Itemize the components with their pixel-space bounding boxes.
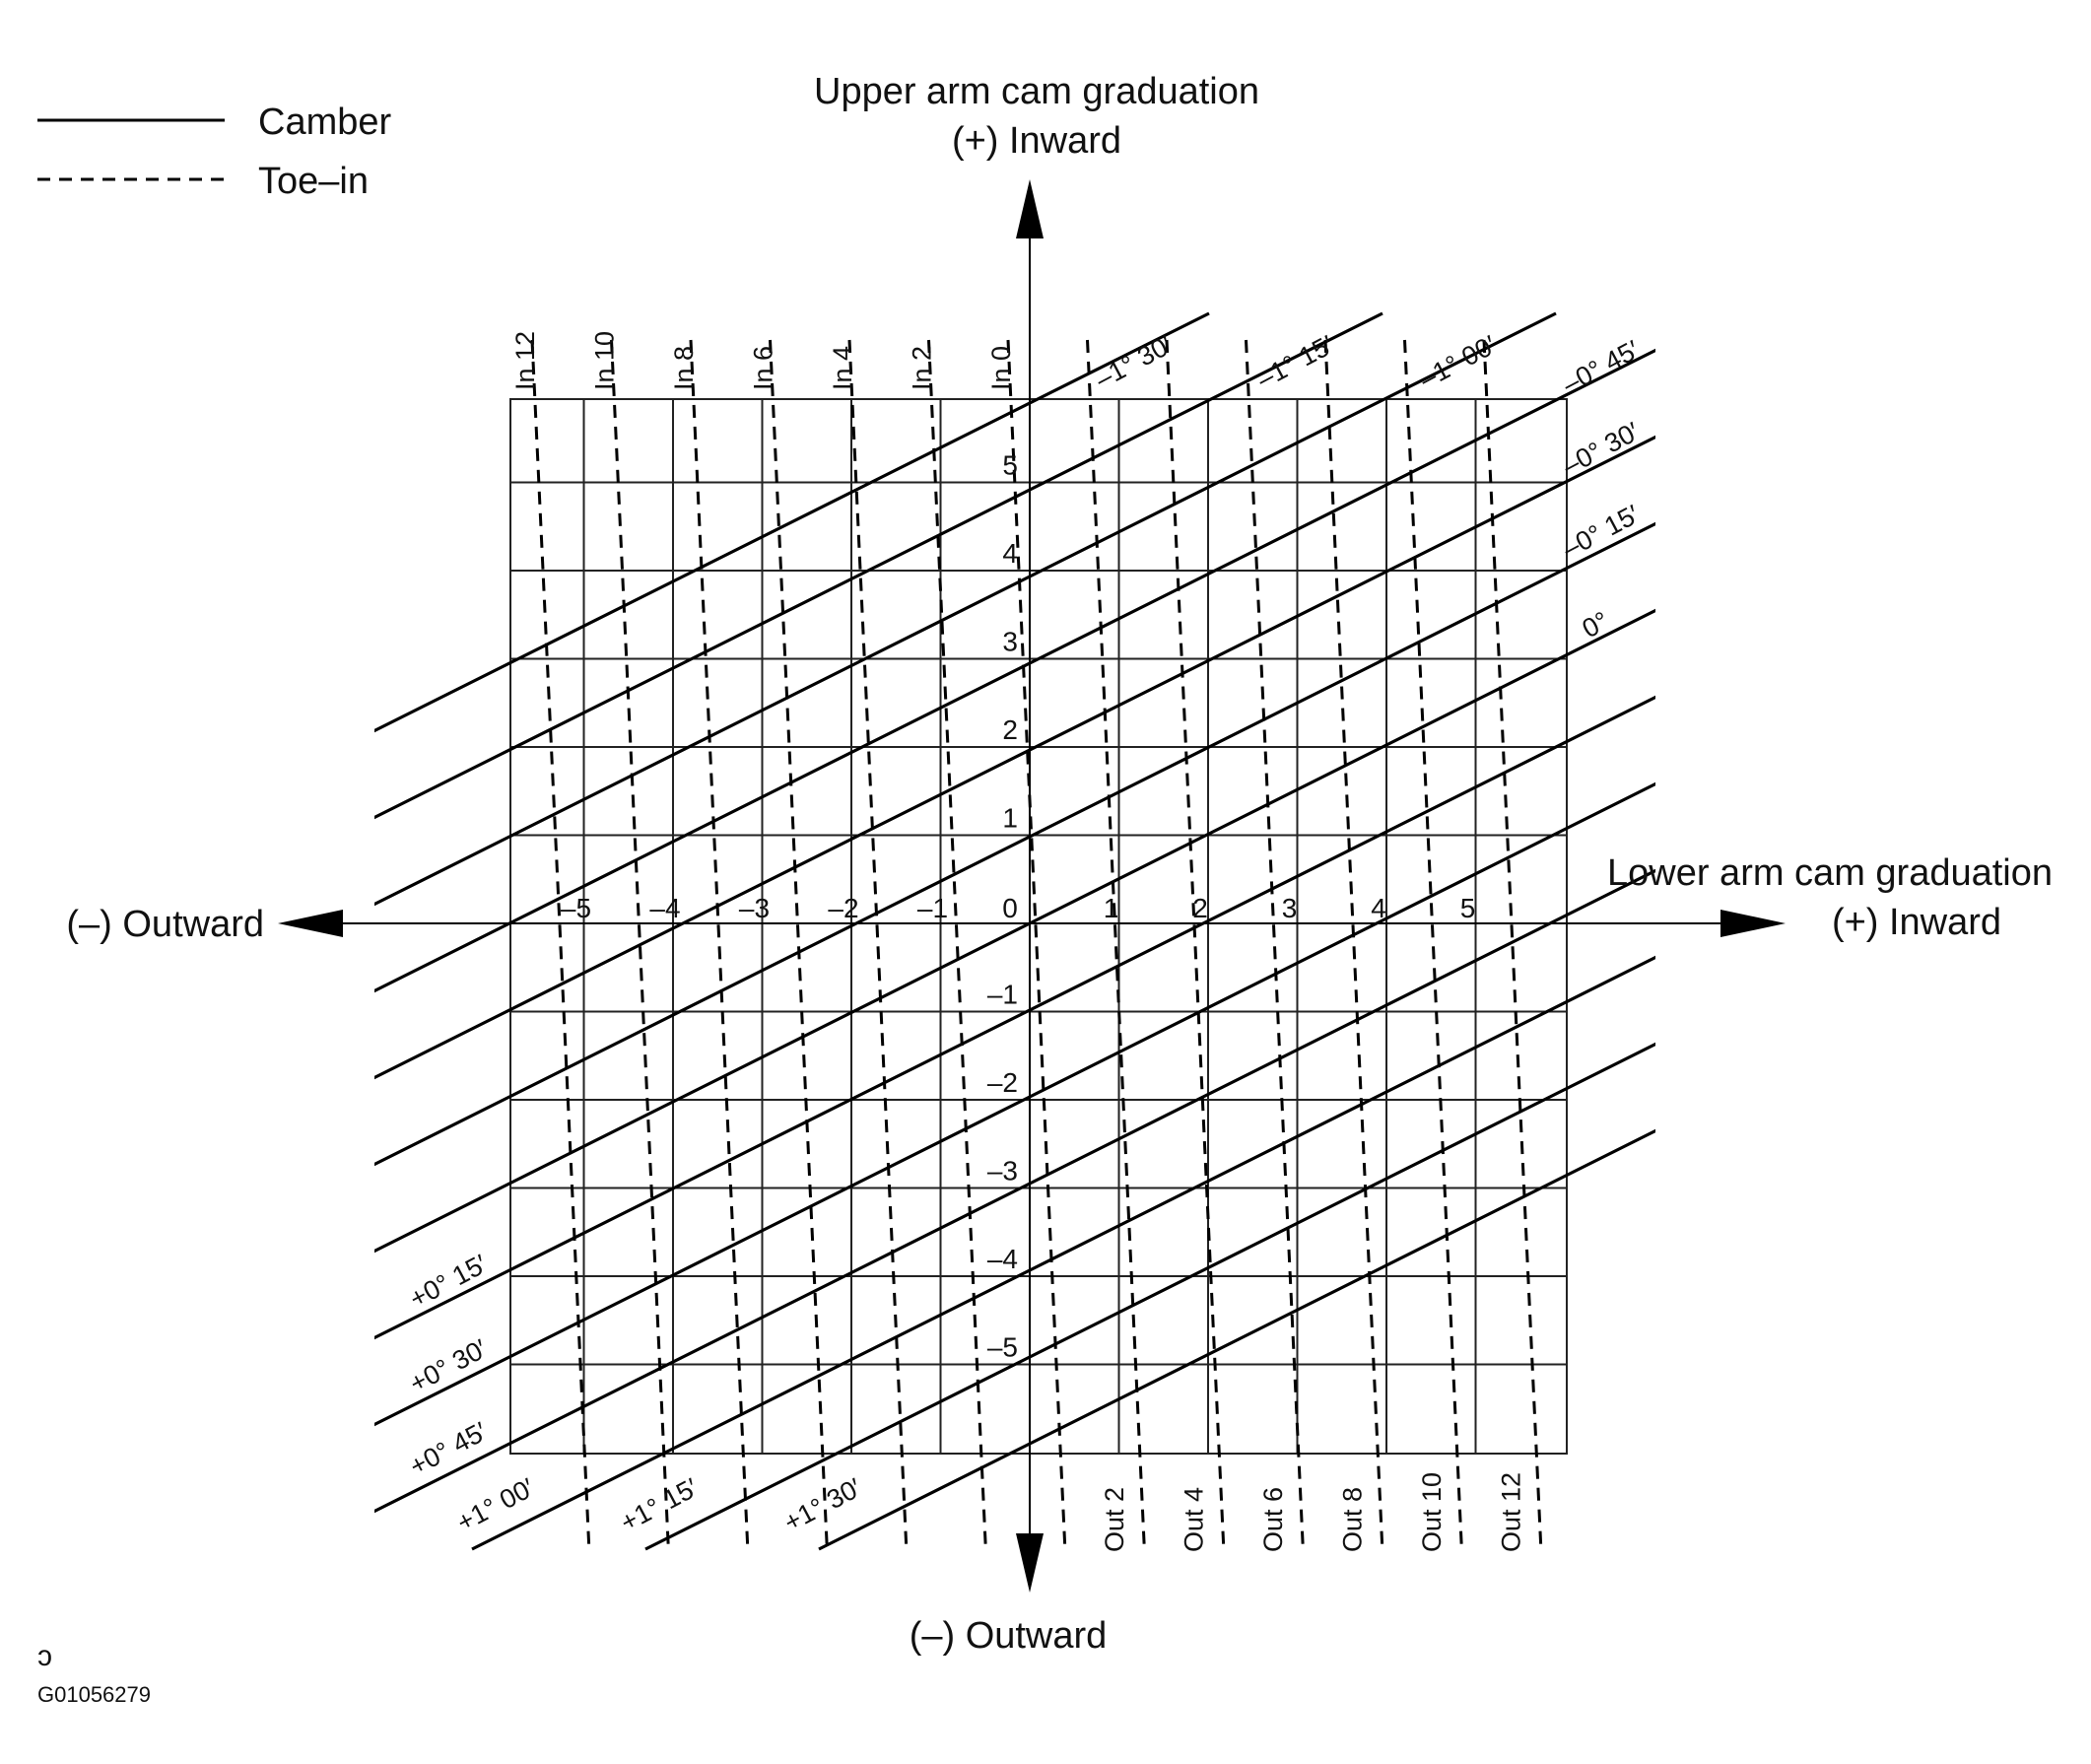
camber-line — [374, 608, 1655, 1254]
toe-out-bottom-label: Out 2 — [1100, 1487, 1129, 1552]
toe-in-line — [1323, 339, 1384, 1553]
horizontal-tick-label: 4 — [1371, 893, 1386, 923]
camber-legend-label: Camber — [258, 102, 391, 143]
camber-bottom-label: +1° 00′ — [452, 1472, 539, 1537]
toe-in-top-label: In 12 — [510, 331, 540, 390]
toe-in-top-label: In 6 — [749, 346, 778, 390]
toe-in-top-label: In 10 — [590, 331, 620, 390]
vertical-tick-label: 3 — [1002, 627, 1018, 657]
toe-in-line — [847, 339, 909, 1553]
camber-line — [374, 521, 1655, 1167]
toe-out-bottom-label: Out 10 — [1417, 1472, 1447, 1552]
vertical-tick-label: 5 — [1002, 450, 1018, 481]
toe-in-line — [1245, 339, 1305, 1553]
toe-in-top-label: In 8 — [669, 346, 699, 390]
camber-line — [471, 955, 1655, 1551]
camber-line — [374, 348, 1655, 993]
camber-right-label: –0° 30′ — [1558, 417, 1645, 482]
horizontal-tick-label: 2 — [1192, 893, 1208, 923]
toe-in-line — [1403, 339, 1463, 1553]
camber-left-label: +0° 15′ — [405, 1249, 492, 1314]
toe-in-line — [530, 339, 591, 1553]
left-axis-direction: (–) Outward — [66, 904, 264, 945]
toe-out-bottom-label: Out 12 — [1497, 1472, 1526, 1552]
toe-in-top-label: In 4 — [828, 346, 857, 390]
left-arrow-icon — [278, 910, 343, 937]
toe-in-line — [1086, 339, 1146, 1553]
toe-in-line — [689, 339, 750, 1553]
toe-out-bottom-label: Out 4 — [1180, 1487, 1209, 1552]
vertical-tick-label: 4 — [1002, 538, 1018, 569]
figure-code: G01056279 — [37, 1682, 151, 1707]
upper-arm-axis-direction: (+) Inward — [952, 120, 1121, 162]
camber-left-label: +0° 45′ — [405, 1416, 492, 1481]
horizontal-tick-label: 1 — [1104, 893, 1119, 923]
camber-line — [374, 311, 1383, 820]
camber-line — [374, 695, 1655, 1340]
corner-mark: ɔ — [37, 1640, 52, 1672]
vertical-tick-label: –2 — [987, 1067, 1018, 1098]
camber-line — [644, 1042, 1655, 1551]
toe-legend-label: Toe–in — [258, 161, 369, 202]
camber-line — [374, 868, 1655, 1514]
vertical-tick-label: –4 — [987, 1244, 1018, 1274]
legend: Camber Toe–in — [37, 102, 391, 202]
camber-line — [818, 1128, 1655, 1551]
camber-line — [374, 435, 1655, 1080]
toe-in-line — [1006, 339, 1067, 1553]
toe-in-line — [610, 339, 670, 1553]
horizontal-tick-label: –4 — [649, 893, 680, 923]
horizontal-tick-label: 5 — [1460, 893, 1476, 923]
camber-bottom-label: +1° 30′ — [779, 1472, 866, 1537]
vertical-tick-label: 1 — [1002, 803, 1018, 834]
camber-line — [374, 311, 1210, 733]
toe-in-line — [1165, 339, 1226, 1553]
axes — [278, 179, 1786, 1593]
chart-lines — [374, 311, 1655, 1553]
camber-right-label: –0° 45′ — [1558, 335, 1645, 400]
horizontal-tick-label: –3 — [739, 893, 770, 923]
lower-arm-axis-title: Lower arm cam graduation — [1607, 852, 2053, 894]
horizontal-tick-label: 0 — [1002, 893, 1018, 923]
toe-in-top-label: In 2 — [908, 346, 937, 390]
camber-top-label: –1° 30′ — [1091, 330, 1178, 395]
camber-right-label: –0° 15′ — [1558, 500, 1645, 565]
down-arrow-icon — [1016, 1533, 1044, 1593]
line-labels: In 12 In 10 In 8 In 6 In 4 In 2 In 0 Out 2 Out 4… — [405, 330, 1645, 1552]
bottom-axis-direction: (–) Outward — [910, 1615, 1108, 1657]
toe-in-line — [1482, 339, 1543, 1553]
camber-right-label: 0° — [1578, 606, 1614, 645]
vertical-tick-label: –1 — [987, 980, 1018, 1010]
horizontal-tick-label: 3 — [1282, 893, 1298, 923]
upper-arm-axis-title: Upper arm cam graduation — [814, 71, 1259, 112]
lower-arm-axis-direction: (+) Inward — [1832, 902, 2001, 943]
right-arrow-icon — [1720, 910, 1786, 937]
vertical-tick-label: 2 — [1002, 714, 1018, 745]
toe-in-line — [927, 339, 987, 1553]
toe-in-line — [769, 339, 829, 1553]
horizontal-tick-label: –2 — [828, 893, 858, 923]
camber-top-label: –1° 00′ — [1415, 330, 1502, 395]
horizontal-tick-label: –5 — [561, 893, 591, 923]
adjustment-grid — [509, 398, 1568, 1455]
vertical-tick-label: –5 — [987, 1332, 1018, 1363]
axis-tick-labels: –5 –4 –3 –2 –1 0 1 2 3 4 5 5 4 3 2 1 –1 –2 –3 –4 –5 — [561, 450, 1475, 1363]
camber-top-label: –1° 15′ — [1252, 330, 1339, 395]
camber-line — [374, 781, 1655, 1427]
toe-in-top-label: In 0 — [986, 346, 1016, 390]
grid-frame — [509, 398, 1568, 1455]
toe-out-bottom-label: Out 6 — [1258, 1487, 1288, 1552]
vertical-tick-label: –3 — [987, 1156, 1018, 1187]
camber-line — [374, 311, 1557, 907]
horizontal-tick-label: –1 — [917, 893, 948, 923]
up-arrow-icon — [1016, 179, 1044, 238]
toe-out-bottom-label: Out 8 — [1338, 1487, 1368, 1552]
